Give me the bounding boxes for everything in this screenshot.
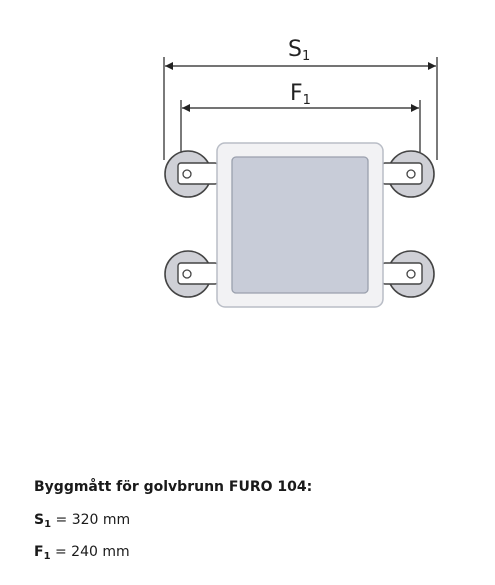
mounting-foot-top-right: [381, 150, 435, 198]
mounting-foot-bottom-right: [381, 250, 435, 298]
bolt-hole-icon: [406, 169, 416, 179]
s1-label: S1: [288, 37, 310, 64]
floor-drain-diagram: S1 F1: [163, 37, 438, 308]
dimensions-caption: Byggmått för golvbrunn FURO 104: S1 = 32…: [34, 478, 474, 575]
dimension-subscript: 1: [44, 519, 52, 530]
f1-label: F1: [290, 81, 311, 108]
caption-title: Byggmått för golvbrunn FURO 104:: [34, 479, 313, 495]
f1-dimension: F1: [180, 81, 421, 168]
dimension-letter: S: [34, 512, 45, 528]
mounting-foot-top-left: [164, 150, 219, 198]
dimension-row-f1: F1 = 240 mm: [34, 543, 474, 562]
dimension-letter: F: [34, 544, 44, 560]
s1-dimension: S1: [163, 37, 438, 160]
mounting-foot-bottom-left: [164, 250, 219, 298]
dimension-value: = 240 mm: [50, 544, 130, 560]
dimension-value: = 320 mm: [51, 512, 131, 528]
dimension-subscript: 1: [43, 551, 51, 562]
dimension-row-s1: S1 = 320 mm: [34, 511, 474, 530]
bolt-hole-icon: [182, 169, 192, 179]
drain-grate: [231, 156, 369, 294]
bolt-hole-icon: [406, 269, 416, 279]
bolt-hole-icon: [182, 269, 192, 279]
